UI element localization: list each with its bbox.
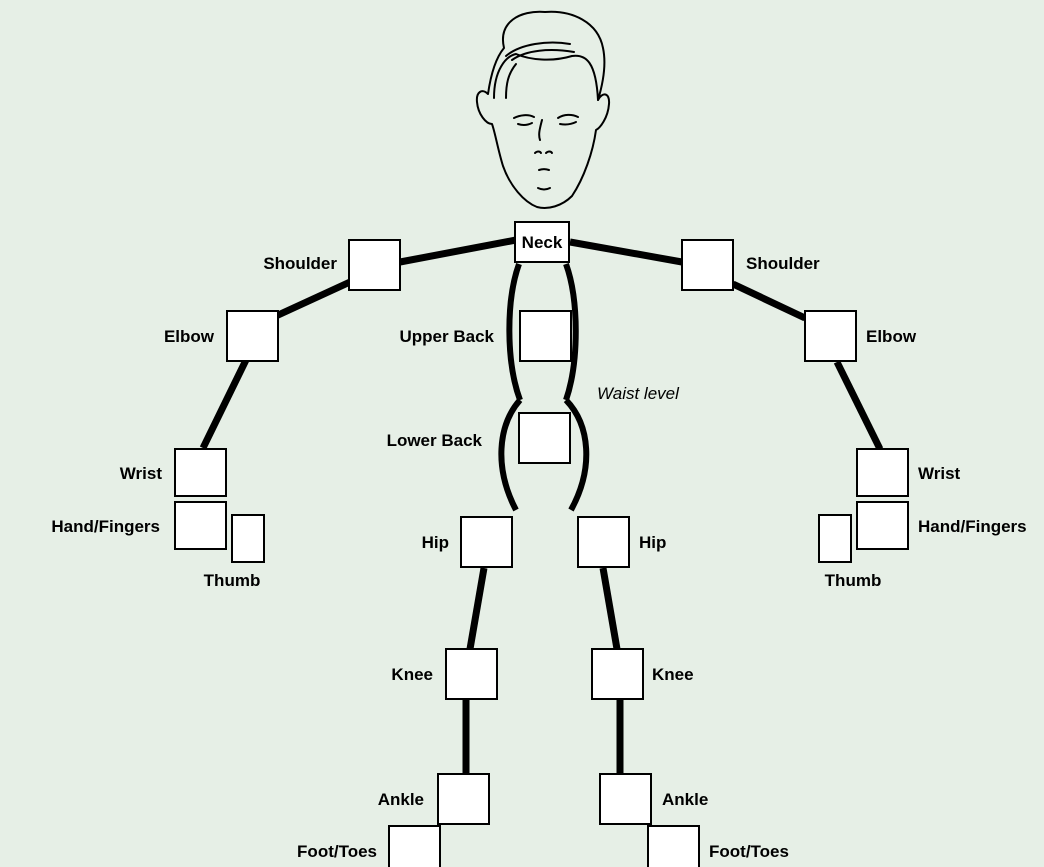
left-upper-arm-line — [276, 282, 350, 316]
foot-right-box — [648, 826, 699, 867]
spine-left-upper — [509, 264, 520, 400]
shoulder-right-box — [682, 240, 733, 290]
head-illustration — [477, 12, 609, 208]
upper-back-label: Upper Back — [400, 327, 495, 346]
ankle-right-box — [600, 774, 651, 824]
knee-right-label: Knee — [652, 665, 694, 684]
knee-left-box — [446, 649, 497, 699]
hip-right-label: Hip — [639, 533, 666, 552]
ankle-left-box — [438, 774, 489, 824]
lower-back-label: Lower Back — [387, 431, 483, 450]
shoulder-right-label: Shoulder — [746, 254, 820, 273]
chin — [538, 188, 550, 190]
shoulder-left-label: Shoulder — [263, 254, 337, 273]
nostrils — [535, 152, 552, 154]
ankle-right-label: Ankle — [662, 790, 708, 809]
right-eye — [558, 115, 578, 118]
elbow-right-box — [805, 311, 856, 361]
right-eye-lid — [560, 122, 576, 124]
hand-right-label: Hand/Fingers — [918, 517, 1027, 536]
hip-left-box — [461, 517, 512, 567]
wrist-right-box — [857, 449, 908, 496]
foot-left-box — [389, 826, 440, 867]
waist-level-label: Waist level — [597, 384, 680, 403]
left-thigh-line — [470, 568, 484, 649]
spine-left-lower — [501, 400, 520, 510]
elbow-left-label: Elbow — [164, 327, 215, 346]
upper-back-box — [520, 311, 571, 361]
thumb-left-label: Thumb — [204, 571, 261, 590]
spine-curves — [501, 264, 586, 510]
wrist-right-label: Wrist — [918, 464, 961, 483]
elbow-left-box — [227, 311, 278, 361]
right-shoulder-line — [570, 242, 682, 262]
mouth — [539, 169, 549, 170]
right-upper-arm-line — [733, 284, 805, 318]
hip-right-box — [578, 517, 629, 567]
left-eye — [514, 115, 534, 118]
thumb-left-box — [232, 515, 264, 562]
wrist-left-label: Wrist — [120, 464, 163, 483]
foot-left-label: Foot/Toes — [297, 842, 377, 861]
neck-label: Neck — [522, 233, 563, 252]
shoulder-left-box — [349, 240, 400, 290]
hair-detail — [506, 43, 574, 99]
wrist-left-box — [175, 449, 226, 496]
hip-left-label: Hip — [422, 533, 449, 552]
thumb-right-box — [819, 515, 851, 562]
right-thigh-line — [603, 568, 617, 649]
ankle-left-label: Ankle — [378, 790, 424, 809]
hand-right-box — [857, 502, 908, 549]
nose — [539, 120, 542, 140]
left-eye-lid — [518, 123, 532, 125]
left-forearm-line — [203, 360, 246, 448]
thumb-right-label: Thumb — [825, 571, 882, 590]
knee-left-label: Knee — [391, 665, 433, 684]
hand-left-label: Hand/Fingers — [51, 517, 160, 536]
knee-right-box — [592, 649, 643, 699]
elbow-right-label: Elbow — [866, 327, 917, 346]
right-forearm-line — [837, 362, 880, 449]
lower-back-box — [519, 413, 570, 463]
left-shoulder-line — [400, 240, 516, 262]
hand-left-box — [175, 502, 226, 549]
head-outline — [477, 12, 609, 208]
joint-boxes — [175, 222, 908, 867]
foot-right-label: Foot/Toes — [709, 842, 789, 861]
